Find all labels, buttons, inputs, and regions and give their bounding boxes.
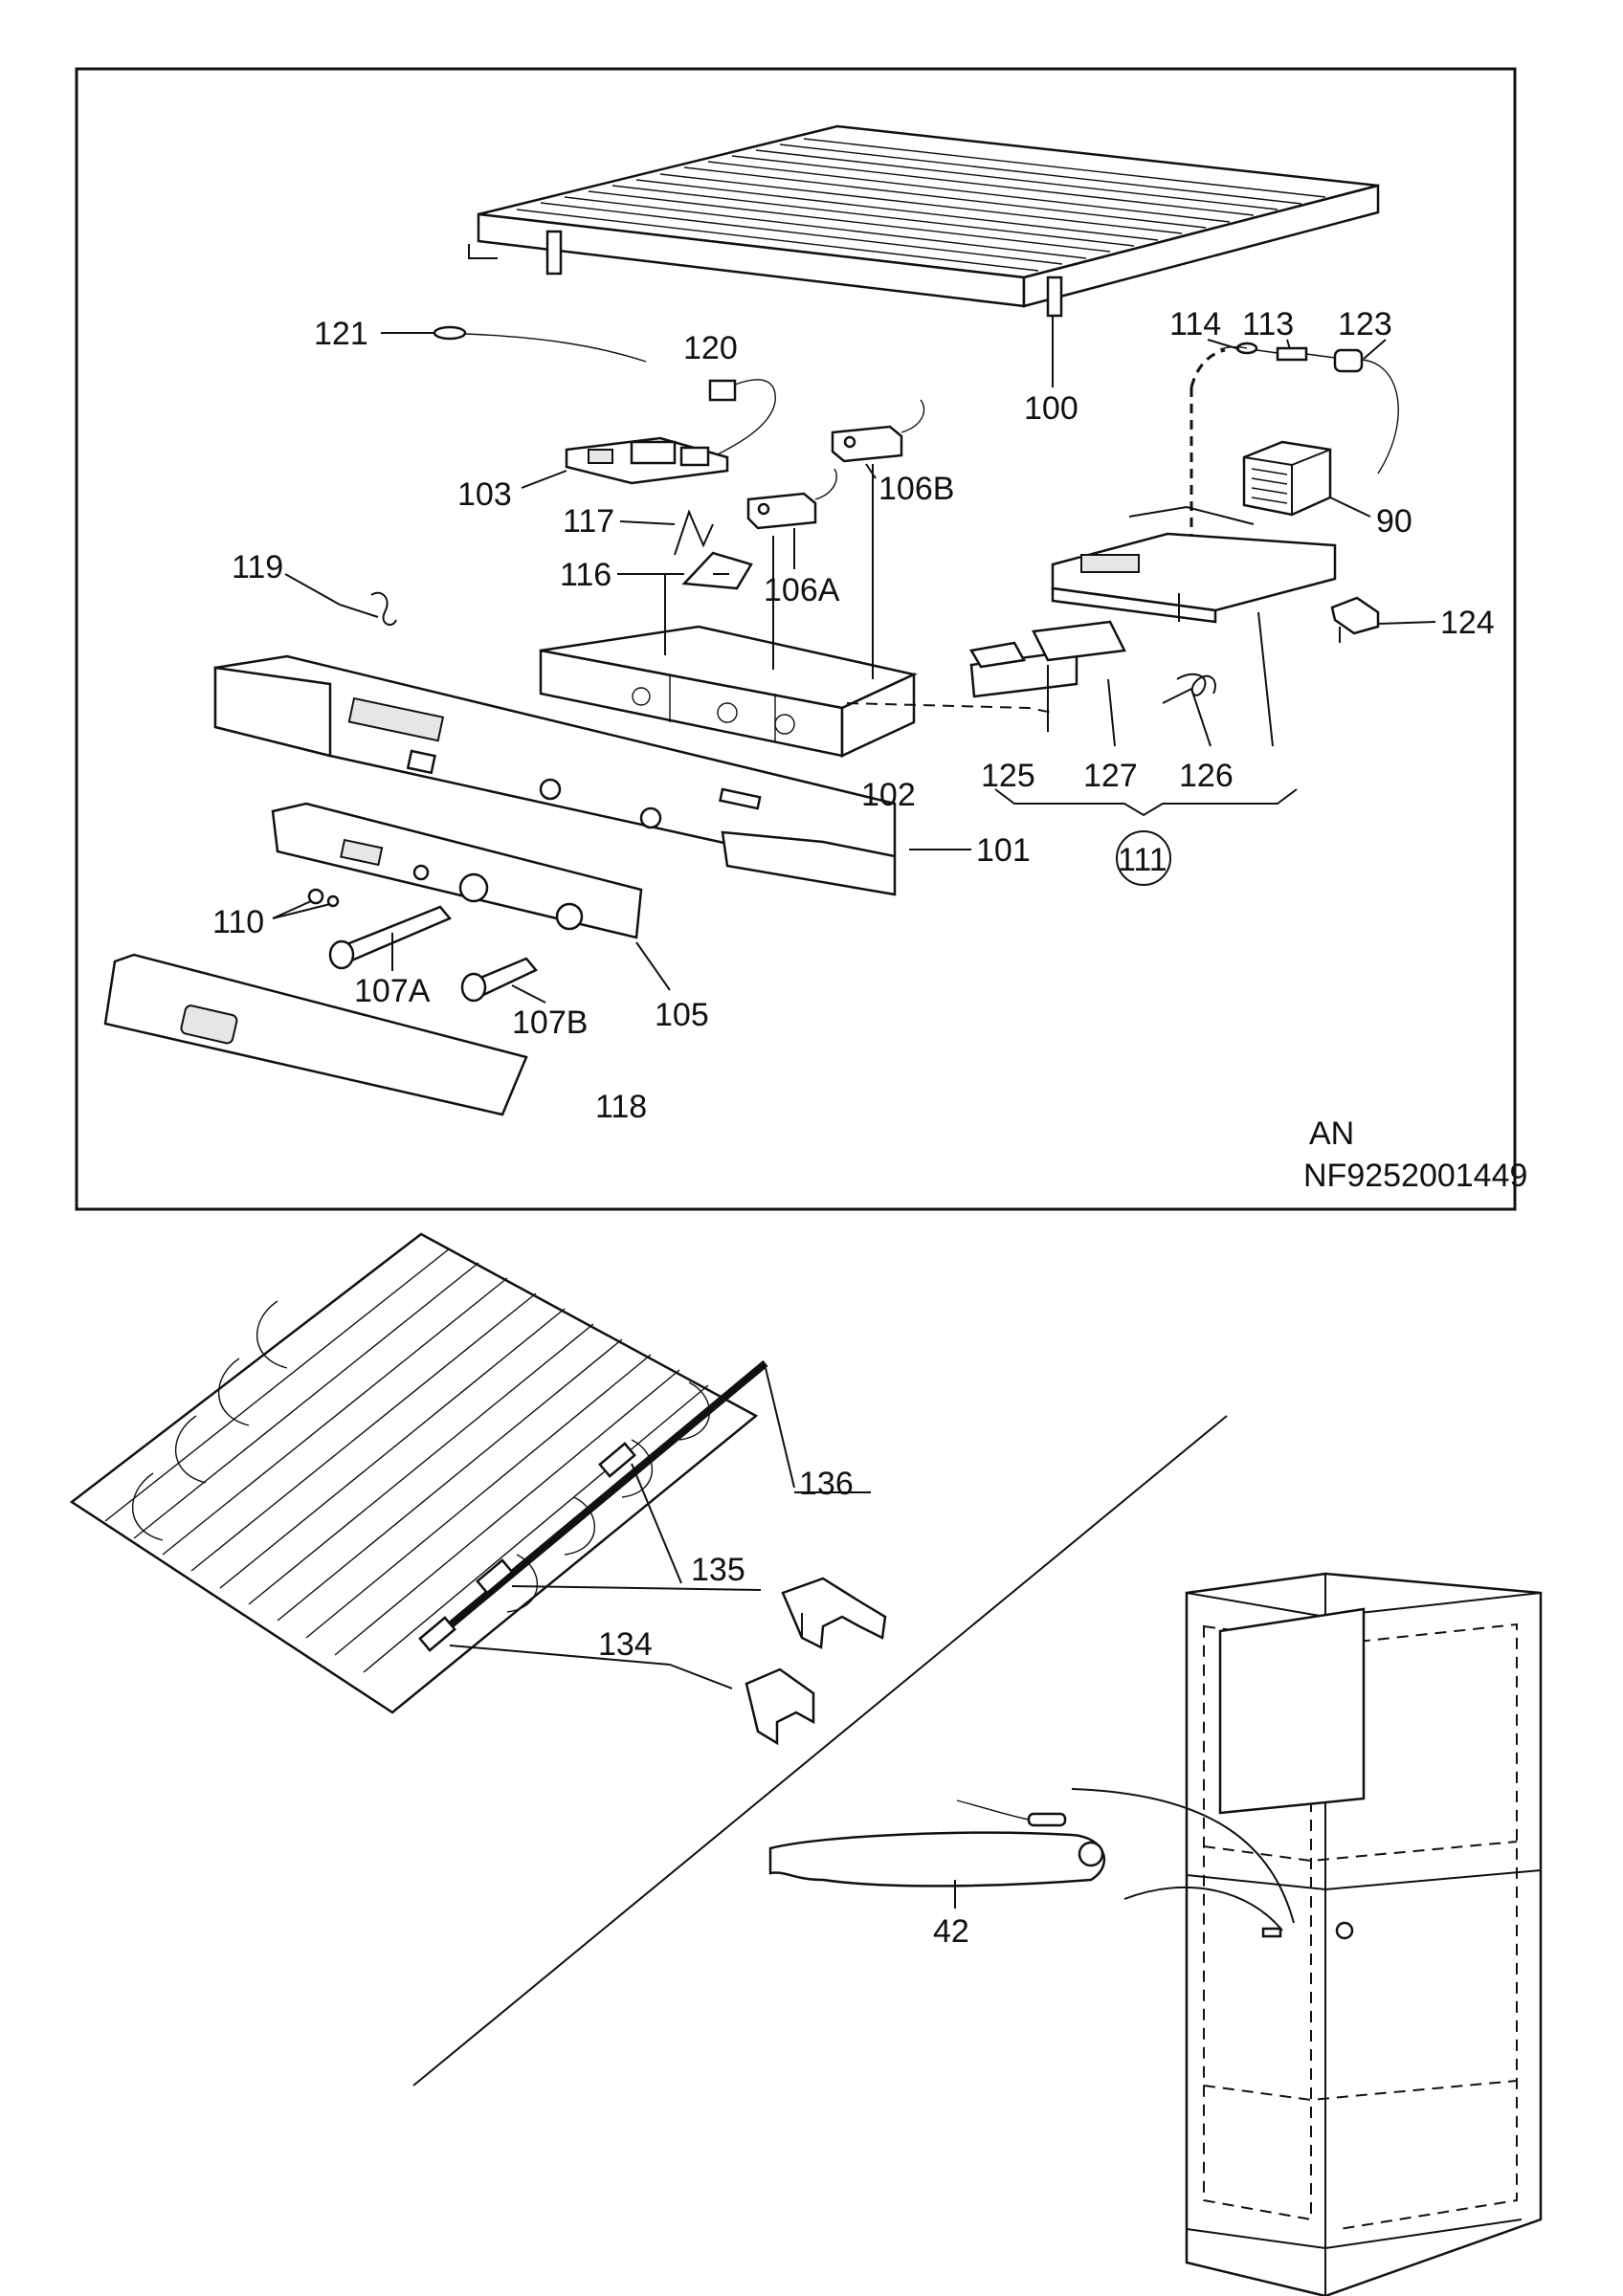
label-102: 102: [861, 777, 916, 813]
label-42: 42: [933, 1913, 969, 1950]
label-leaders: [272, 316, 1436, 1004]
part-118-front-cover: [103, 953, 528, 1116]
part-106B-switch: [831, 399, 925, 463]
code-line-1: AN: [1309, 1115, 1354, 1152]
part-116-bracket: [681, 551, 753, 590]
part-107B-shaft: [460, 957, 538, 1003]
label-106B: 106B: [878, 471, 954, 507]
label-101: 101: [976, 832, 1031, 869]
top-panel-frame: [75, 67, 1517, 1211]
part-103-control-board: [565, 436, 729, 485]
label-118: 118: [595, 1089, 647, 1125]
label-103: 103: [457, 476, 512, 513]
part-106A-switch: [746, 468, 837, 530]
label-124: 124: [1440, 605, 1495, 641]
part-107A-shaft: [328, 905, 453, 970]
part-134-clip: [745, 1667, 815, 1746]
part-135-clip: [781, 1577, 887, 1649]
part-102-control-housing: [539, 464, 918, 758]
label-114: 114: [1169, 306, 1221, 342]
label-111: 111: [1118, 842, 1167, 878]
part-105-inner-panel: [271, 802, 643, 939]
part-101-control-fascia: [213, 654, 897, 896]
callout-labels: 100 121 120 114 113 123 103 106B 117 90 …: [212, 306, 1527, 1950]
label-121: 121: [314, 316, 368, 352]
clip-upper: [598, 1442, 636, 1478]
group-111-bracket: [994, 788, 1298, 817]
part-124-hinge: [1330, 596, 1380, 643]
label-125: 125: [981, 758, 1035, 794]
label-120: 120: [683, 330, 738, 366]
part-120-connector: [688, 379, 776, 470]
label-107B: 107B: [512, 1004, 588, 1041]
part-121-sensor: [433, 325, 647, 363]
label-105: 105: [655, 997, 709, 1033]
label-116: 116: [560, 557, 611, 593]
part-110-knobs: [307, 888, 340, 908]
part-evaporator-grid: [69, 1232, 759, 1714]
part-90-transformer: [1242, 440, 1332, 517]
label-136: 136: [799, 1466, 854, 1502]
label-123: 123: [1338, 306, 1392, 342]
part-111-tray-assembly: [1051, 505, 1337, 624]
label-107A: 107A: [354, 973, 431, 1009]
part-100-grid-shelf: [468, 124, 1380, 318]
part-125-127-126-lamp-cover: [846, 611, 1274, 747]
label-110: 110: [212, 904, 264, 940]
label-113: 113: [1242, 306, 1294, 342]
clip-lower: [418, 1616, 456, 1652]
label-126: 126: [1179, 758, 1234, 794]
part-119-spring: [339, 591, 397, 627]
part-136-heater-bar: [423, 1359, 871, 1649]
part-117-clip: [674, 509, 714, 556]
leaders-135-134: [449, 1463, 762, 1689]
label-90: 90: [1376, 503, 1412, 540]
part-42-sensor-holder: [768, 1788, 1295, 1932]
label-117: 117: [563, 503, 614, 540]
label-135: 135: [691, 1552, 745, 1588]
label-106A: 106A: [764, 572, 840, 608]
callout-111-circle: [1116, 830, 1171, 886]
label-134: 134: [598, 1626, 653, 1663]
clip-middle: [476, 1558, 514, 1595]
diagonal-separator: [412, 1415, 1228, 2086]
label-127: 127: [1083, 758, 1138, 794]
label-100: 100: [1024, 390, 1078, 427]
code-line-2: NF9252001449: [1303, 1158, 1527, 1194]
label-119: 119: [232, 549, 283, 585]
part-cabinet-outline: [1185, 1572, 1543, 2296]
